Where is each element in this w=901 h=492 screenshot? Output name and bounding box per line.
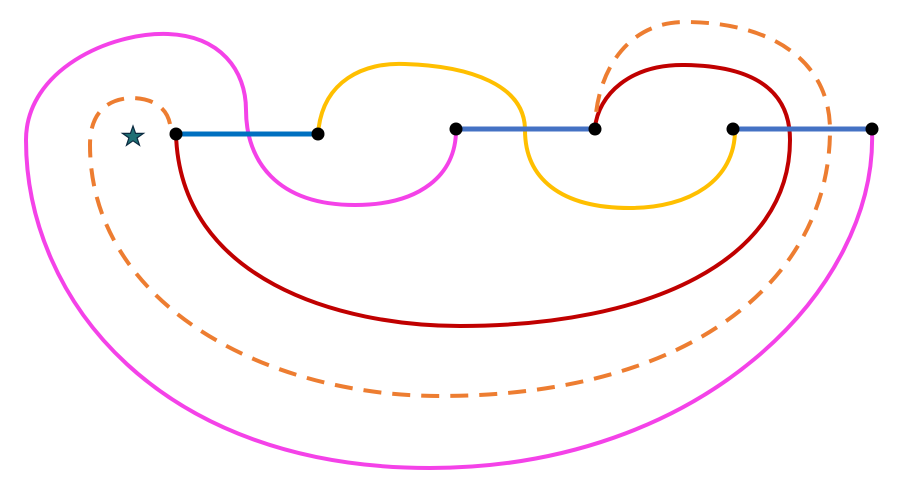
vertex [169, 127, 183, 141]
vertex [449, 122, 463, 136]
orange-dashed-arc [87, 19, 833, 399]
vertex [588, 122, 602, 136]
dark-red-arc [174, 62, 793, 329]
vertex [726, 122, 740, 136]
edges [23, 19, 875, 471]
gold-arc [316, 61, 737, 211]
magenta-arc [23, 31, 875, 471]
segments [173, 126, 875, 137]
vertex [865, 122, 879, 136]
star-icon [120, 124, 146, 147]
vertices [169, 122, 879, 141]
vertex [311, 127, 325, 141]
